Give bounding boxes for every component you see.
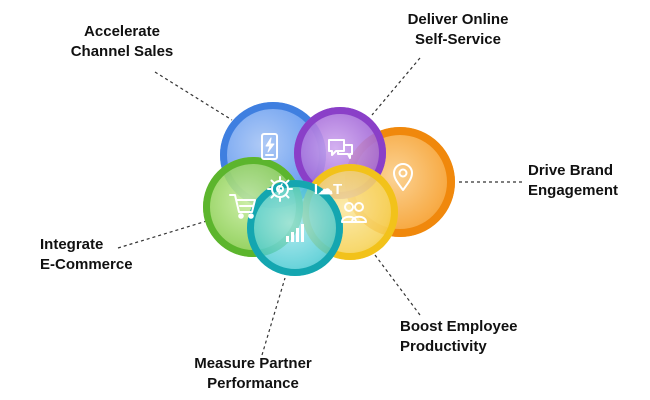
connector-lines bbox=[117, 57, 522, 356]
connector-measure bbox=[261, 277, 286, 356]
people-icon bbox=[341, 202, 367, 223]
label-measure-partner-performance: Measure Partner Performance bbox=[173, 354, 333, 394]
label-line: Channel Sales bbox=[70, 43, 174, 60]
label-line: Measure Partner bbox=[194, 355, 312, 372]
label-line: E-Commerce bbox=[40, 256, 133, 273]
label-line: Productivity bbox=[400, 338, 487, 355]
mobile-lightning-icon bbox=[261, 133, 278, 160]
label-drive-brand-engagement: Drive Brand Engagement bbox=[528, 161, 646, 201]
label-line: Performance bbox=[207, 375, 299, 392]
label-line: Integrate bbox=[40, 236, 104, 253]
label-line: Deliver Online bbox=[407, 11, 509, 28]
label-line: Drive Brand bbox=[528, 162, 614, 179]
connector-boost bbox=[374, 254, 421, 316]
label-integrate-e-commerce: Integrate E-Commerce bbox=[40, 235, 160, 275]
chat-bubbles-icon bbox=[328, 139, 353, 159]
location-pin-icon bbox=[393, 163, 413, 191]
label-boost-employee-productivity: Boost Employee Productivity bbox=[400, 317, 550, 357]
center-iot-label: I☁T bbox=[314, 181, 342, 198]
label-line: Accelerate bbox=[84, 23, 160, 40]
connector-deliver bbox=[371, 57, 421, 116]
label-line: Engagement bbox=[528, 182, 619, 199]
shopping-cart-icon bbox=[229, 194, 256, 219]
gear-icon bbox=[267, 176, 293, 202]
circle-teal bbox=[247, 180, 343, 276]
label-deliver-online-self-service: Deliver Online Self-Service bbox=[388, 10, 528, 50]
connector-accelerate bbox=[154, 71, 233, 121]
label-line: Self-Service bbox=[415, 31, 501, 48]
label-line: Boost Employee bbox=[400, 318, 518, 335]
label-accelerate-channel-sales: Accelerate Channel Sales bbox=[62, 22, 182, 62]
bar-chart-icon bbox=[286, 224, 304, 242]
connector-integrate bbox=[117, 219, 211, 249]
